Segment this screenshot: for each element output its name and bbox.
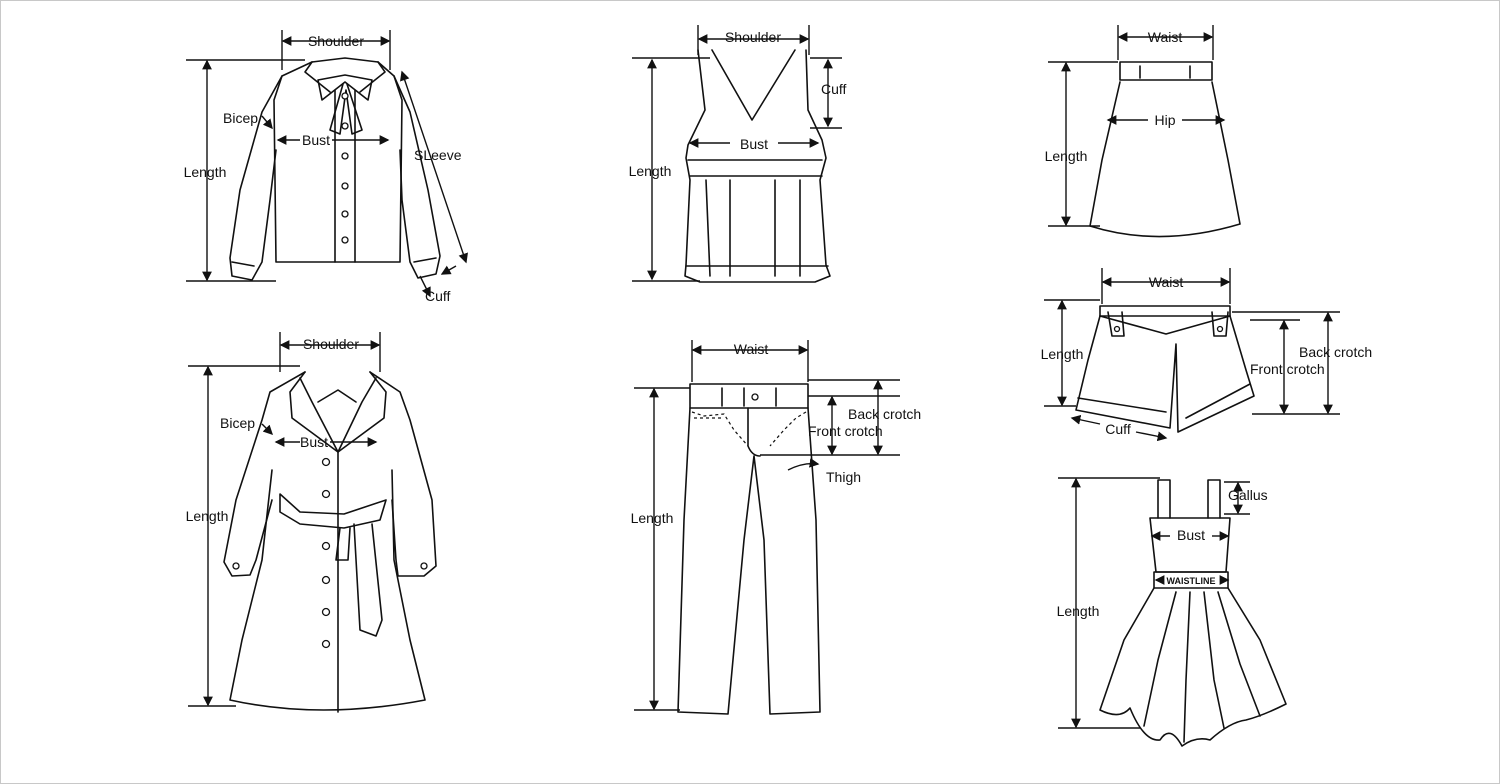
dress-waistline-label: WAISTLINE: [1167, 576, 1216, 586]
pants-front-crotch-label: Front crotch: [808, 423, 883, 439]
dress-length-label: Length: [1057, 603, 1100, 619]
shorts-cuff-label: Cuff: [1105, 421, 1131, 437]
shirt-cuff-label: Cuff: [425, 288, 451, 304]
shorts-dimension-lines: [1044, 268, 1340, 442]
dress-gallus-label: Gallus: [1228, 487, 1268, 503]
pants-outline: [677, 383, 821, 715]
shirt-buttons: [341, 92, 349, 244]
shorts-length-label: Length: [1041, 346, 1084, 362]
shirt-length-label: Length: [184, 164, 227, 180]
shorts-diagram: Waist Length Front crotch Back crotch Cu…: [1041, 268, 1372, 442]
shorts-waist-label: Waist: [1149, 274, 1184, 290]
dress-bust-label: Bust: [1177, 527, 1205, 543]
shorts-outline: [1075, 305, 1255, 433]
skirt-outline: [1089, 61, 1241, 238]
coat-bust-label: Bust: [300, 434, 328, 450]
tank-top-length-label: Length: [629, 163, 672, 179]
coat-length-label: Length: [186, 508, 229, 524]
tank-top-outline: [684, 49, 831, 283]
coat-diagram: Shoulder Bicep Bust Length: [186, 332, 437, 713]
pants-dimension-lines: [634, 340, 900, 711]
tank-top-diagram: Shoulder Cuff Bust Length: [629, 25, 847, 283]
dress-diagram: Gallus Bust WAISTLINE Length: [1057, 477, 1287, 747]
pants-diagram: Waist Back crotch Front crotch Thigh Len…: [631, 340, 921, 715]
shirt-bust-label: Bust: [302, 132, 330, 148]
tank-top-bust-label: Bust: [740, 136, 768, 152]
pants-thigh-label: Thigh: [826, 469, 861, 485]
coat-outline: [223, 371, 437, 713]
skirt-waist-label: Waist: [1148, 29, 1183, 45]
shirt-dimension-lines: [186, 30, 468, 298]
tank-top-shoulder-label: Shoulder: [725, 29, 781, 45]
shirt-shoulder-label: Shoulder: [308, 33, 364, 49]
tank-top-dimension-lines: [632, 25, 842, 282]
shirt-sleeve-label: SLeeve: [414, 147, 462, 163]
skirt-length-label: Length: [1045, 148, 1088, 164]
shirt-diagram: Shoulder Bicep Bust Length SLeeve Cuff: [184, 30, 468, 304]
coat-dimension-lines: [188, 332, 381, 707]
coat-shoulder-label: Shoulder: [303, 336, 359, 352]
tank-top-cuff-label: Cuff: [821, 81, 847, 97]
skirt-hip-label: Hip: [1154, 112, 1175, 128]
skirt-dimension-lines: [1048, 25, 1226, 227]
dress-dimension-lines: [1058, 477, 1250, 729]
pants-waist-label: Waist: [734, 341, 769, 357]
skirt-diagram: Waist Hip Length: [1045, 25, 1241, 238]
dress-outline: [1099, 479, 1287, 747]
coat-bicep-label: Bicep: [220, 415, 255, 431]
coat-buttons: [232, 457, 428, 649]
pants-back-crotch-label: Back crotch: [848, 406, 921, 422]
pants-length-label: Length: [631, 510, 674, 526]
shirt-bicep-label: Bicep: [223, 110, 258, 126]
shorts-back-crotch-label: Back crotch: [1299, 344, 1372, 360]
shorts-front-crotch-label: Front crotch: [1250, 361, 1325, 377]
